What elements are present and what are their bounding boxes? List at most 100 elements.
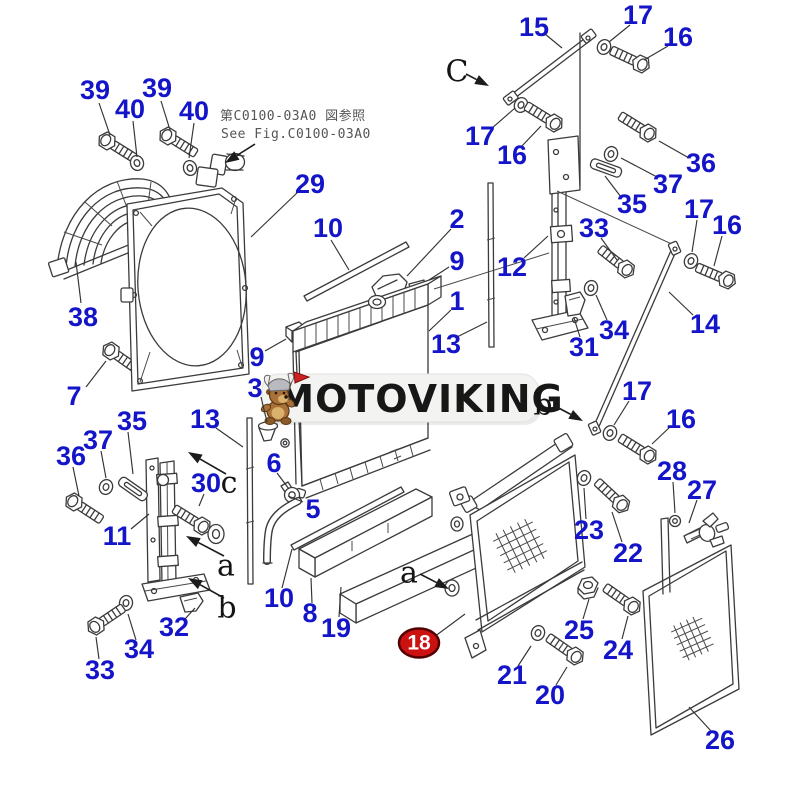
washer-part-28 xyxy=(668,514,682,528)
leader-line-19 xyxy=(338,586,342,618)
callout-20: 20 xyxy=(535,680,565,710)
leader-line-3 xyxy=(260,396,268,423)
callout-27: 27 xyxy=(687,475,717,505)
callout-16: 16 xyxy=(712,210,742,240)
callout-11: 11 xyxy=(103,521,132,551)
callout-36: 36 xyxy=(686,148,716,178)
callout-33: 33 xyxy=(85,655,115,685)
callout-16: 16 xyxy=(497,140,527,170)
leader-line-14 xyxy=(668,291,694,316)
callout-25: 25 xyxy=(564,615,594,645)
logo-watermark: MOTOVIKING xyxy=(260,371,563,425)
leader-line-6 xyxy=(276,472,290,490)
reference-note: 第C0100-03A0 図参照 See Fig.C0100-03A0 xyxy=(220,108,370,142)
leader-line-7 xyxy=(85,360,107,388)
badge-18-ellipse xyxy=(397,627,441,659)
callout-9: 9 xyxy=(249,342,264,372)
callout-15: 15 xyxy=(519,12,549,42)
elbow-fitting-part-6 xyxy=(280,481,307,504)
callout-16: 16 xyxy=(663,22,693,52)
callout-22: 22 xyxy=(613,538,643,568)
brace-rod-part-14 xyxy=(587,240,682,436)
leader-line-20 xyxy=(555,666,568,686)
pointer-arrow-icon xyxy=(568,409,583,421)
callout-40: 40 xyxy=(179,96,209,126)
callout-35: 35 xyxy=(617,189,647,219)
callout-14: 14 xyxy=(690,309,720,339)
leader-line-12 xyxy=(523,235,549,259)
leader-line-39 xyxy=(98,102,111,136)
pointer-arrow-line xyxy=(554,405,572,416)
leader-line-35 xyxy=(604,175,622,198)
leader-line-37 xyxy=(100,450,107,479)
logo-text: MOTOVIKING xyxy=(276,377,563,421)
letter-b: b xyxy=(533,388,552,423)
letter-c: c xyxy=(221,466,238,501)
leader-line-9 xyxy=(428,266,450,281)
pointer-arrow-line xyxy=(199,584,225,599)
leader-line-10 xyxy=(330,239,350,271)
leader-line-1 xyxy=(428,309,452,332)
leader-line-11 xyxy=(130,513,150,530)
leader-line-34 xyxy=(595,294,608,321)
leader-line-22 xyxy=(611,511,623,543)
wing-bolt-part-27 xyxy=(683,512,730,548)
letter-b: b xyxy=(217,591,236,626)
lower-channel-part-8 xyxy=(298,488,433,578)
callout-40: 40 xyxy=(115,94,145,124)
letter-a: a xyxy=(217,549,235,584)
viking-dog-mascot-icon xyxy=(260,371,311,425)
leader-line-2 xyxy=(406,228,452,277)
leader-line-40 xyxy=(188,122,195,159)
callout-7: 7 xyxy=(66,381,81,411)
callout-24: 24 xyxy=(603,635,633,665)
leader-line-25 xyxy=(582,598,590,620)
callout-38: 38 xyxy=(68,302,98,332)
clamp-bolt-part-30 xyxy=(169,501,225,545)
leader-line-8 xyxy=(310,577,313,604)
callout-23: 23 xyxy=(574,515,604,545)
oil-cooler-assembly-part-18 xyxy=(444,433,586,659)
leader-line-32 xyxy=(184,607,196,620)
callout-17: 17 xyxy=(622,376,652,406)
funnel-part-3 xyxy=(257,421,290,448)
callout-37: 37 xyxy=(653,169,683,199)
badge-18-label: 18 xyxy=(407,632,431,655)
callout-13: 13 xyxy=(431,329,461,359)
fan-shroud-part xyxy=(120,166,250,392)
pointer-arrow-icon xyxy=(225,151,240,163)
callout-19: 19 xyxy=(321,613,351,643)
foot-bracket-part-32 xyxy=(179,592,204,613)
callout-2: 2 xyxy=(449,204,464,234)
callout-17: 17 xyxy=(684,194,714,224)
lower-strip-part-10 xyxy=(290,486,405,551)
leader-line-39 xyxy=(160,100,171,131)
brace-rod-part-15 xyxy=(502,28,597,106)
leader-line-17 xyxy=(613,400,630,426)
leader-line-33 xyxy=(600,237,618,261)
leader-line-23 xyxy=(583,487,587,520)
pointer-arrow-line xyxy=(465,73,477,81)
leader-line-37 xyxy=(620,157,658,178)
callout-26: 26 xyxy=(705,725,735,755)
pointer-arrow-line xyxy=(236,143,256,157)
callout-28: 28 xyxy=(657,456,687,486)
left-rod-part-13 xyxy=(245,417,255,585)
callout-17: 17 xyxy=(465,121,495,151)
callout-33: 33 xyxy=(579,213,609,243)
callout-3: 3 xyxy=(247,373,262,403)
radiator-core-part xyxy=(292,275,442,499)
leader-line-17 xyxy=(608,24,631,43)
callout-31: 31 xyxy=(569,332,599,362)
letter-C: C xyxy=(446,55,469,90)
nut-part-25 xyxy=(577,576,599,600)
hose-part-5 xyxy=(262,497,302,565)
leader-line-34 xyxy=(127,613,137,641)
leader-line-28 xyxy=(672,481,676,514)
leader-line-36 xyxy=(658,140,690,159)
callout-6: 6 xyxy=(266,448,281,478)
callout-35: 35 xyxy=(117,406,147,436)
callout-29: 29 xyxy=(295,169,325,199)
